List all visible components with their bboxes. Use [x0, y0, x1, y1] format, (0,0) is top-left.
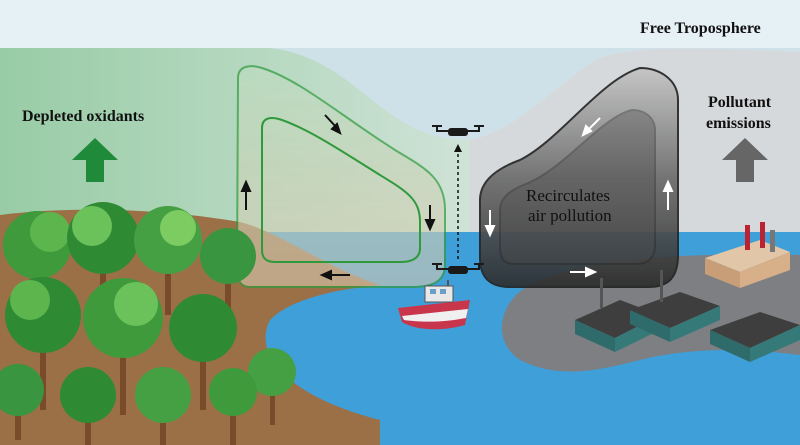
drone-icon: [432, 263, 484, 274]
recirculates-label-line1: Recirculates: [526, 186, 611, 205]
pollutant-label-line1: Pollutant: [708, 94, 772, 111]
free-troposphere-label: Free Troposphere: [640, 20, 761, 37]
drone-icon: [432, 125, 484, 136]
black-loop-inner: [499, 108, 656, 265]
black-loop-outer: [479, 66, 679, 288]
pollutant-label-line2: emissions: [706, 115, 771, 132]
green-loop-inner: [261, 117, 421, 263]
black-loop-arrows: [484, 117, 674, 278]
tree-icon: [83, 278, 163, 415]
green-loop-arrows: [240, 114, 436, 281]
factory-icon: [705, 222, 790, 288]
tree-icon: [200, 228, 256, 325]
warehouse-icons: [575, 270, 800, 362]
depleted-oxidants-label: Depleted oxidants: [22, 108, 145, 125]
drone-path-arrowhead: [454, 144, 462, 152]
tree-icon: [134, 206, 202, 315]
forest: [0, 202, 296, 445]
up-arrow-green-icon: [72, 138, 118, 182]
tree-icon: [60, 367, 116, 445]
tree-icon: [5, 277, 81, 410]
tree-icon: [169, 294, 237, 410]
water-corner: [700, 355, 800, 445]
tree-icon: [209, 368, 257, 445]
tree-icon: [135, 367, 191, 445]
boat-icon: [398, 280, 470, 330]
tree-icon: [0, 364, 44, 440]
up-arrow-grey-icon: [722, 138, 768, 182]
tree-icon: [248, 348, 296, 425]
recirculates-label-line2: air pollution: [528, 206, 612, 225]
green-loop-outer: [235, 65, 446, 288]
